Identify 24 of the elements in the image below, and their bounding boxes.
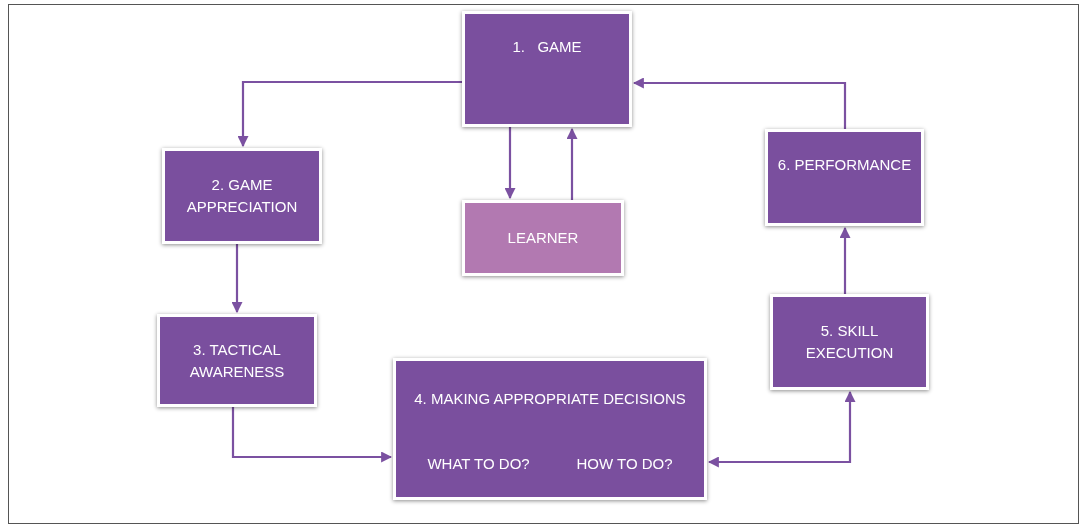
box-label: 1. GAME (512, 38, 582, 55)
box-label: WHAT TO DO? (427, 454, 530, 474)
arrow (839, 226, 851, 294)
process-box (157, 314, 317, 407)
arrow (504, 127, 516, 200)
box-label: 3. TACTICAL AWARENESS (189, 340, 285, 380)
process-box (393, 358, 707, 500)
arrow (566, 127, 578, 200)
process-box (462, 200, 624, 276)
box-label: LEARNER (507, 229, 579, 246)
arrow (231, 244, 243, 314)
process-box (770, 294, 929, 390)
box-label: 2. GAME APPRECIATION (186, 176, 298, 215)
arrow (707, 390, 856, 468)
box-label: 6. PERFORMANCE (777, 156, 912, 173)
box-label: HOW TO DO? (576, 454, 673, 474)
box-label: 5. SKILL EXECUTION (805, 322, 894, 361)
process-box (765, 129, 924, 226)
box-heading: 4. MAKING APPROPRIATE DECISIONS (414, 390, 686, 407)
arrow (231, 407, 393, 463)
process-box (462, 11, 632, 127)
arrow (237, 80, 462, 148)
arrow (632, 77, 847, 129)
process-box (162, 148, 322, 244)
